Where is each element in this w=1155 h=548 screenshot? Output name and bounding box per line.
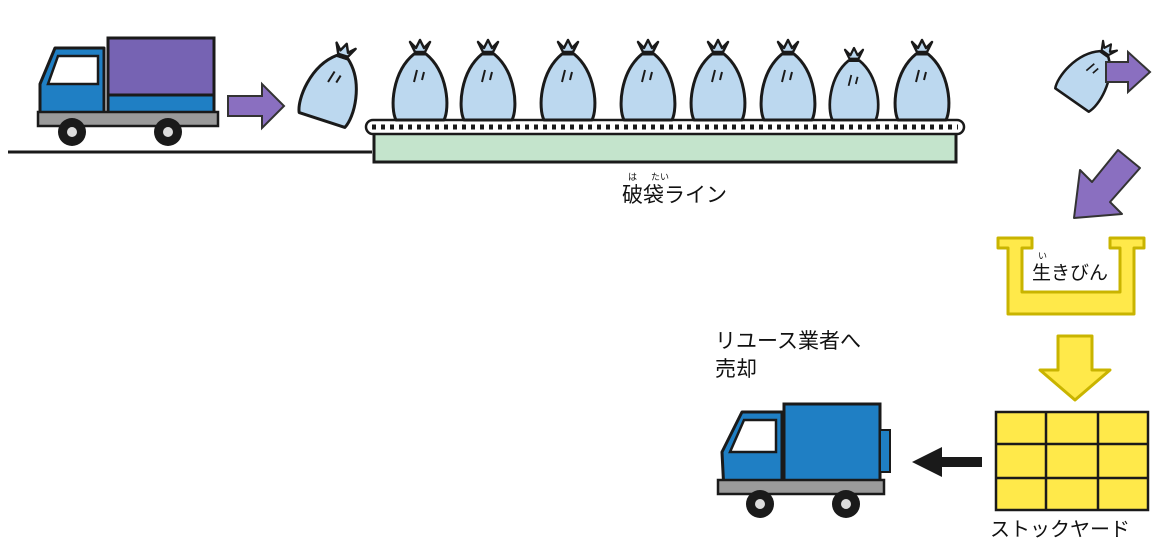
garbage-truck-icon — [36, 36, 220, 146]
arrow-down-left-icon — [1073, 149, 1141, 219]
line-ruby-tai: たい — [651, 173, 670, 183]
reuse-label-line1: リユース業者へ — [715, 329, 861, 353]
garbage-bag-icon — [391, 38, 449, 122]
line-label: 破袋ライン — [622, 183, 727, 207]
stockyard-label: ストックヤード — [990, 517, 1130, 541]
garbage-bag-icon — [893, 38, 951, 122]
garbage-bag-icon — [619, 38, 677, 122]
garbage-bag-icon — [294, 34, 374, 130]
bottle-label: 生きびん — [1032, 262, 1109, 284]
garbage-bag-icon — [759, 38, 817, 122]
garbage-bag-icon — [828, 46, 880, 122]
garbage-bag-icon — [459, 38, 517, 122]
arrow-right-icon — [1105, 49, 1152, 95]
container-icon — [996, 236, 1146, 316]
crate-icon — [994, 410, 1150, 512]
garbage-bag-icon — [689, 38, 747, 122]
arrow-down-icon — [1038, 334, 1112, 402]
reuse-label-line2: 売却 — [715, 357, 757, 381]
conveyor-belt-icon — [364, 118, 966, 164]
delivery-truck-icon — [716, 402, 891, 518]
arrow-right-icon — [227, 81, 286, 131]
line-ruby-ha: は — [628, 173, 638, 183]
bottle-ruby: い — [1038, 252, 1048, 262]
arrow-left-icon — [912, 447, 982, 477]
garbage-bag-icon — [539, 38, 597, 122]
